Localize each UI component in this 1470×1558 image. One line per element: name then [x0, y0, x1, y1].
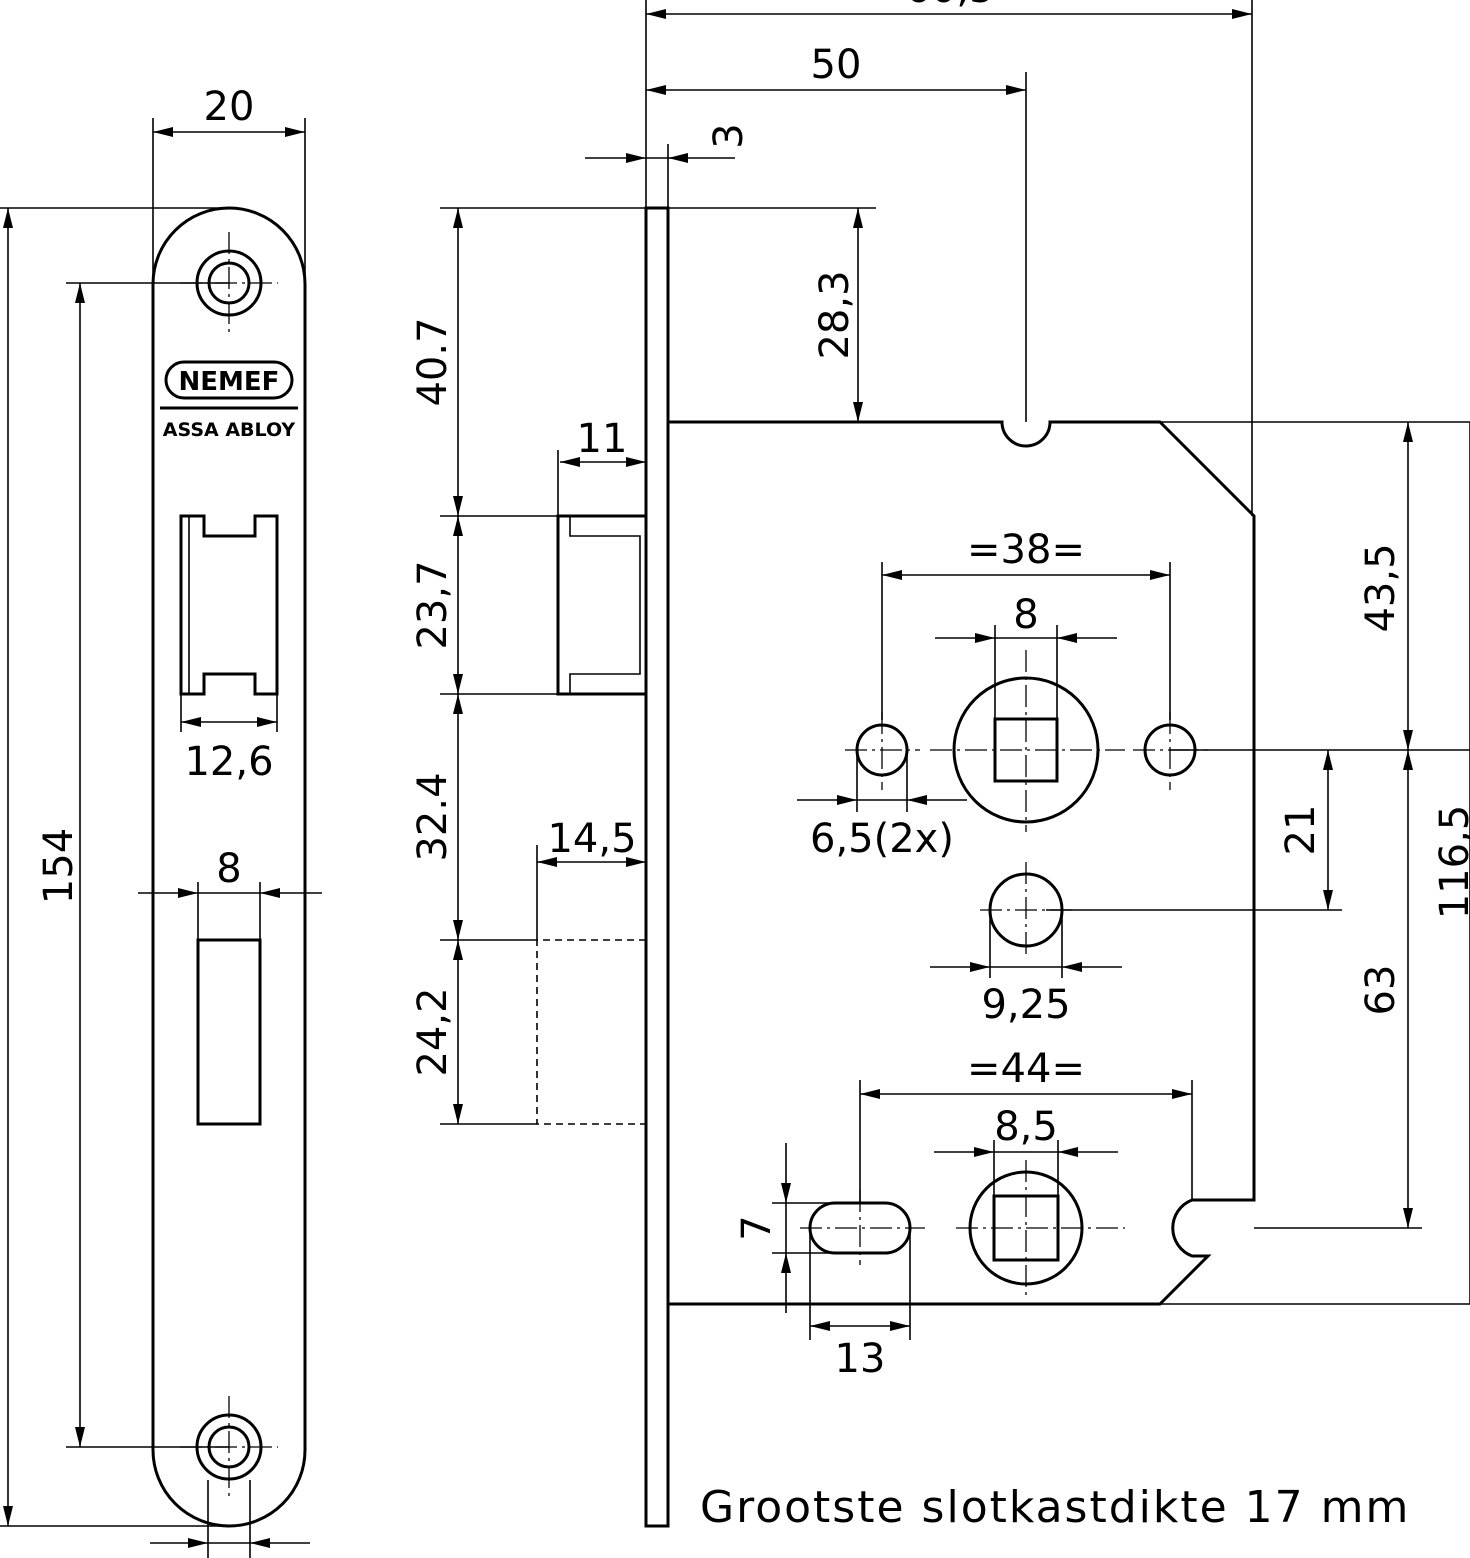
- front-plate-view: NEMEF ASSA ABLOY 20 154: [0, 84, 322, 1558]
- dim-latch-height: 23,7: [410, 560, 456, 649]
- dim-slot-spacing: =44=: [967, 1046, 1085, 1092]
- dim-top-to-latch: 40.7: [410, 317, 456, 406]
- dim-plate-height: 154: [36, 828, 82, 904]
- bolt-side-dashed: [536, 939, 646, 1125]
- logo-brand-text: NEMEF: [179, 367, 280, 397]
- lock-case-view: =38= 8 6,5(2x) 9,25 =44=: [668, 420, 1470, 1382]
- forend-side-view: 3 11 14,5 40.7 23,7 32.4 24,2: [410, 0, 1253, 1528]
- dim-screw-spacing: =38=: [967, 527, 1085, 573]
- dim-latch-to-bolt: 32.4: [410, 772, 456, 861]
- dim-backset: 50: [811, 42, 862, 88]
- dim-case-height: 116,5: [1432, 805, 1470, 920]
- case-thickness-note: Grootste slotkastdikte 17 mm: [700, 1482, 1410, 1533]
- dim-slot-height: 7: [734, 1215, 780, 1240]
- dim-bolt-projection: 14,5: [547, 816, 636, 862]
- dim-spindle-size: 8: [1013, 592, 1038, 638]
- dim-top-to-case: 28,3: [812, 270, 858, 359]
- dim-handle-to-lower: 63: [1358, 965, 1404, 1016]
- dim-bolt-width: 8: [216, 846, 241, 892]
- dim-cylinder-diameter: 9,25: [981, 982, 1070, 1028]
- dim-plate-width: 20: [204, 84, 255, 130]
- dim-lower-spindle: 8,5: [994, 1104, 1058, 1150]
- bolt-opening: [196, 938, 262, 1126]
- dim-slot-width: 13: [835, 1336, 886, 1382]
- dim-screw-hole-diameter: 6,5(2x): [810, 816, 954, 862]
- nemef-logo: NEMEF ASSA ABLOY: [160, 360, 298, 441]
- forend-plate: [644, 206, 670, 1528]
- dim-forend-thickness: 3: [706, 123, 752, 148]
- logo-group-text: ASSA ABLOY: [163, 419, 296, 441]
- dim-bolt-height: 24,2: [410, 987, 456, 1076]
- dim-handle-to-cylinder: 21: [1278, 805, 1324, 856]
- front-plate-outline: [151, 206, 307, 1528]
- lock-case-outline: [668, 420, 1256, 1306]
- latch-side: [556, 514, 646, 696]
- latch-opening: [179, 514, 279, 696]
- dim-latch-projection: 11: [577, 416, 628, 462]
- dim-latch-width: 12,6: [184, 739, 273, 785]
- dim-top-to-handle: 43,5: [1358, 543, 1404, 632]
- dim-overall-depth: 60,5: [905, 0, 994, 12]
